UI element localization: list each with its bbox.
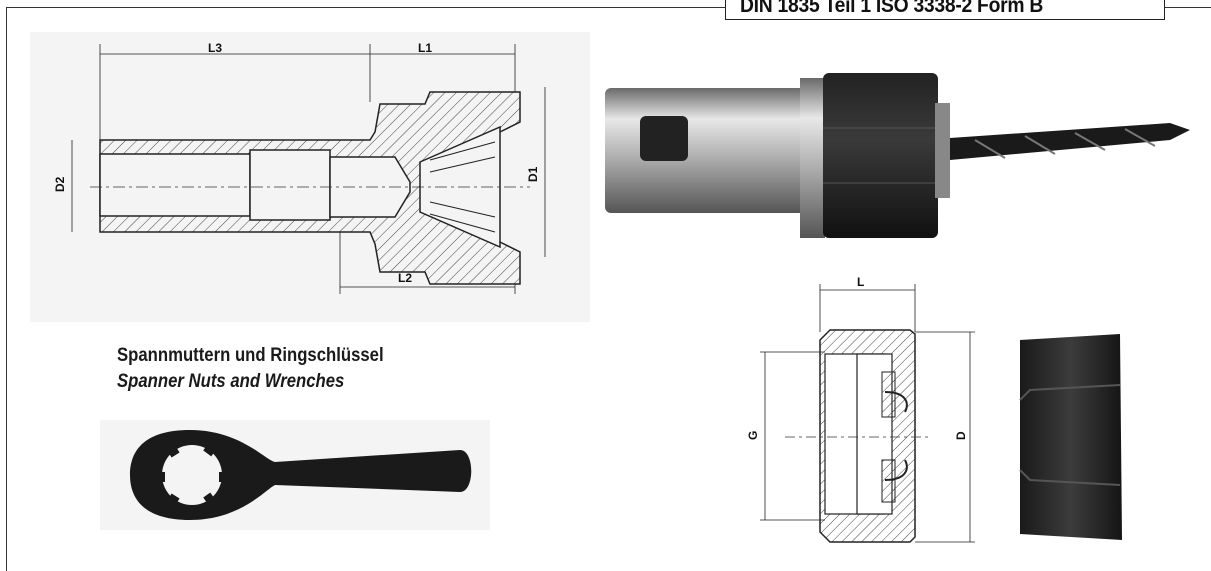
collet-holder-photo [605,73,1190,238]
collet-holder-drawing: L3 L1 L2 D2 D1 [30,32,590,322]
frame-top-line [6,7,725,8]
dim-label-l2: L2 [398,271,412,285]
section-title-de: Spannmuttern und Ringschlüssel [117,345,384,366]
dim-label-d1: D1 [526,166,540,182]
standard-spec-box: DIN 1835 Teil 1 ISO 3338-2 Form B [725,0,1165,20]
spanner-nut-photo [1019,334,1122,540]
dim-label-g: G [746,431,760,440]
frame-left-line [6,7,7,571]
spanner-nut-drawing: L G D [746,275,975,543]
frame-top-right-line [1165,7,1211,8]
dim-label-d: D [954,431,968,440]
dim-label-l1: L1 [418,41,432,55]
ring-wrench-image [100,420,490,530]
dim-label-l3: L3 [208,41,222,55]
section-title-en: Spanner Nuts and Wrenches [117,371,345,392]
dim-label-d2: D2 [53,176,67,192]
dim-label-l: L [857,275,864,289]
standard-spec-text: DIN 1835 Teil 1 ISO 3338-2 Form B [740,0,1044,17]
